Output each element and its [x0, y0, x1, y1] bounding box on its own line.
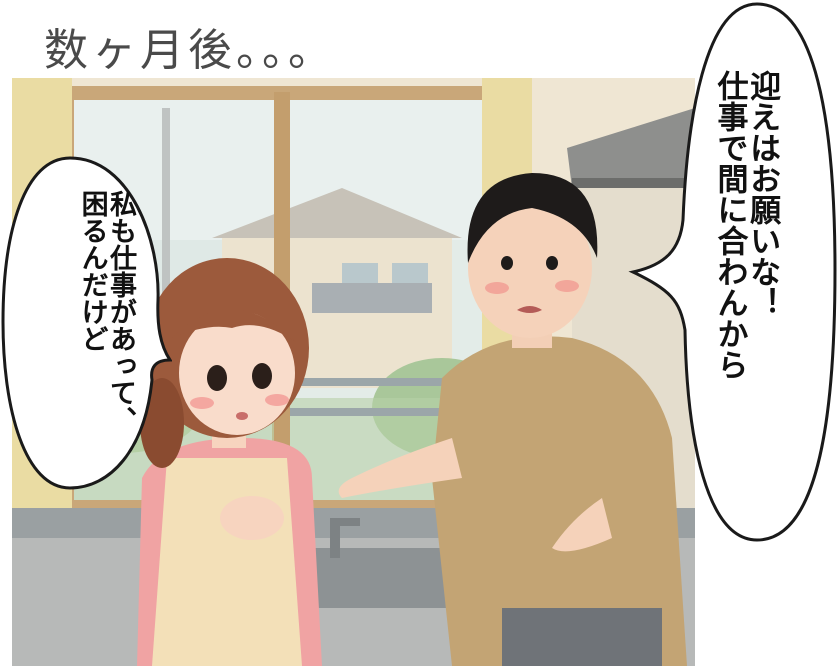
comic-panel [12, 78, 695, 666]
speech-bubble-right-shape [628, 2, 837, 542]
bubble-right-line-2: 仕事で間に合わんから [711, 70, 748, 380]
speech-bubble-left-shape [1, 156, 172, 490]
speech-bubble-left: 私も仕事があって、 困るんだけど [0, 150, 172, 495]
speech-bubble-right-text: 迎えはお願いな！ 仕事で間に合わんから [711, 70, 781, 500]
man-figure [338, 173, 687, 666]
caption-text: 数ヶ月後。。。 [44, 25, 336, 76]
speech-bubble-right: 迎えはお願いな！ 仕事で間に合わんから [625, 0, 840, 545]
bubble-left-line-1: 私も仕事があって、 [105, 190, 136, 433]
panel-illustration [12, 78, 695, 666]
speech-bubble-left-text: 私も仕事があって、 困るんだけど [76, 190, 136, 480]
bubble-left-line-2: 困るんだけど [76, 190, 108, 352]
woman-figure [137, 258, 322, 666]
bubble-right-line-1: 迎えはお願いな！ [744, 70, 781, 318]
